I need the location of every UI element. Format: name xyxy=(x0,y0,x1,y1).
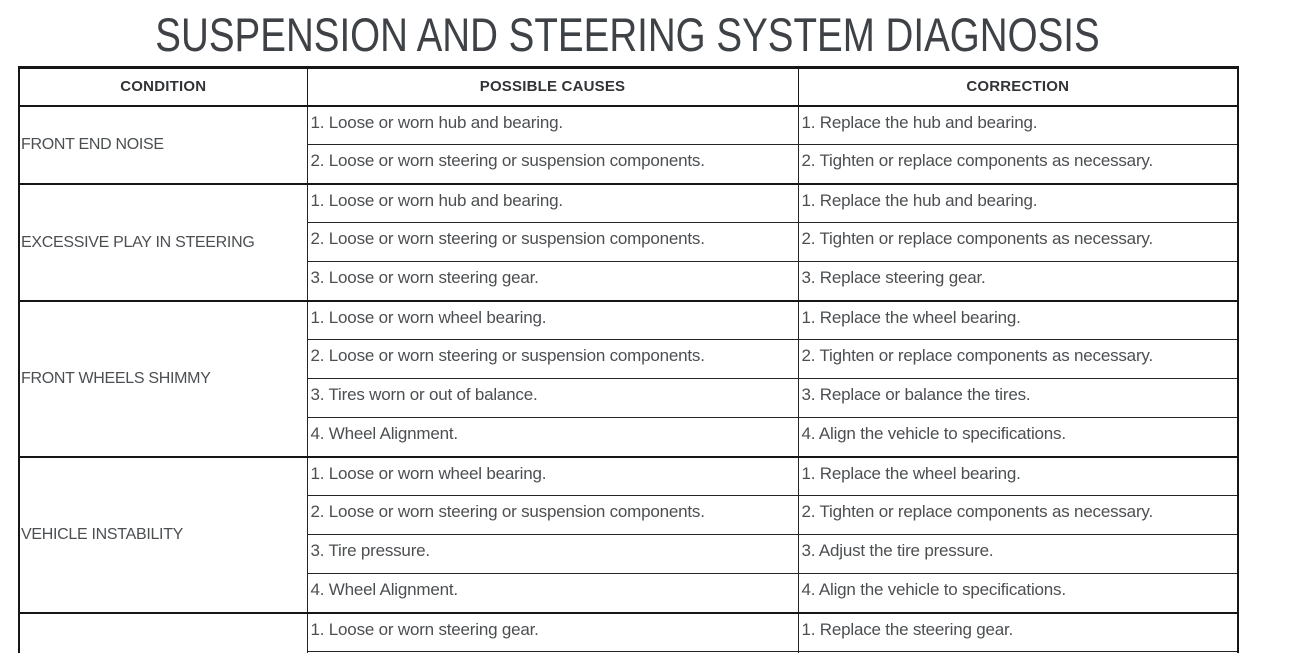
table-row: 2. Loose or worn steering or suspension … xyxy=(19,495,1239,535)
correction-cell: 3. Replace or balance the tires. xyxy=(797,378,1239,418)
cause-cell: 1. Loose or worn hub and bearing. xyxy=(306,183,799,223)
table-row: 4. Wheel Alignment.4. Align the vehicle … xyxy=(19,417,1239,457)
column-header-condition: CONDITION xyxy=(18,67,308,106)
condition-cell: FRONT END NOISE xyxy=(18,105,308,184)
cause-cell: 2. Loose or worn steering or suspension … xyxy=(306,222,799,262)
table-header-row: CONDITION POSSIBLE CAUSES CORRECTION xyxy=(18,67,1239,106)
correction-cell xyxy=(797,651,1239,653)
condition-cell: FRONT WHEELS SHIMMY xyxy=(18,300,308,457)
condition-cell: EXCESSIVE PLAY IN STEERING xyxy=(18,183,308,301)
correction-cell: 3. Replace steering gear. xyxy=(797,261,1239,301)
condition-group: 1. Loose or worn steering gear.1. Replac… xyxy=(18,612,1239,653)
diagnosis-table: CONDITION POSSIBLE CAUSES CORRECTION FRO… xyxy=(18,66,1239,653)
cause-cell: 2. Loose or worn steering or suspension … xyxy=(306,339,799,379)
table-row: 2. Loose or worn steering or suspension … xyxy=(19,339,1239,379)
correction-cell: 1. Replace the steering gear. xyxy=(797,612,1239,652)
cause-cell: 1. Loose or worn hub and bearing. xyxy=(306,105,799,145)
correction-cell: 1. Replace the hub and bearing. xyxy=(797,183,1239,223)
correction-cell: 4. Align the vehicle to specifications. xyxy=(797,417,1239,457)
table-row: 4. Wheel Alignment.4. Align the vehicle … xyxy=(19,573,1239,613)
correction-cell: 4. Align the vehicle to specifications. xyxy=(797,573,1239,613)
table-row xyxy=(19,651,1239,653)
document-page: SUSPENSION AND STEERING SYSTEM DIAGNOSIS… xyxy=(18,0,1239,653)
correction-cell: 1. Replace the wheel bearing. xyxy=(797,456,1239,496)
condition-cell: VEHICLE INSTABILITY xyxy=(18,456,308,613)
correction-cell: 2. Tighten or replace components as nece… xyxy=(797,222,1239,262)
table-row: 3. Loose or worn steering gear.3. Replac… xyxy=(19,261,1239,301)
correction-cell: 1. Replace the hub and bearing. xyxy=(797,105,1239,145)
table-row: 3. Tire pressure.3. Adjust the tire pres… xyxy=(19,534,1239,574)
correction-cell: 3. Adjust the tire pressure. xyxy=(797,534,1239,574)
table-row: 1. Loose or worn steering gear.1. Replac… xyxy=(18,612,1239,653)
correction-cell: 2. Tighten or replace components as nece… xyxy=(797,144,1239,184)
cause-cell: 4. Wheel Alignment. xyxy=(306,417,799,457)
table-row: 2. Loose or worn steering or suspension … xyxy=(19,144,1239,184)
column-header-correction: CORRECTION xyxy=(797,67,1239,106)
page-title: SUSPENSION AND STEERING SYSTEM DIAGNOSIS xyxy=(155,8,1100,61)
cause-cell: 3. Tire pressure. xyxy=(306,534,799,574)
column-header-possible-causes: POSSIBLE CAUSES xyxy=(306,67,799,106)
cause-cell: 2. Loose or worn steering or suspension … xyxy=(306,495,799,535)
condition-cell xyxy=(18,612,308,653)
correction-cell: 2. Tighten or replace components as nece… xyxy=(797,495,1239,535)
cause-cell: 1. Loose or worn steering gear. xyxy=(306,612,799,652)
cause-cell: 1. Loose or worn wheel bearing. xyxy=(306,456,799,496)
cause-cell: 3. Tires worn or out of balance. xyxy=(306,378,799,418)
table-row: 2. Loose or worn steering or suspension … xyxy=(19,222,1239,262)
correction-cell: 1. Replace the wheel bearing. xyxy=(797,300,1239,340)
cause-cell: 3. Loose or worn steering gear. xyxy=(306,261,799,301)
cause-cell: 2. Loose or worn steering or suspension … xyxy=(306,144,799,184)
cause-cell: 4. Wheel Alignment. xyxy=(306,573,799,613)
cause-cell: 1. Loose or worn wheel bearing. xyxy=(306,300,799,340)
table-row: 3. Tires worn or out of balance.3. Repla… xyxy=(19,378,1239,418)
correction-cell: 2. Tighten or replace components as nece… xyxy=(797,339,1239,379)
